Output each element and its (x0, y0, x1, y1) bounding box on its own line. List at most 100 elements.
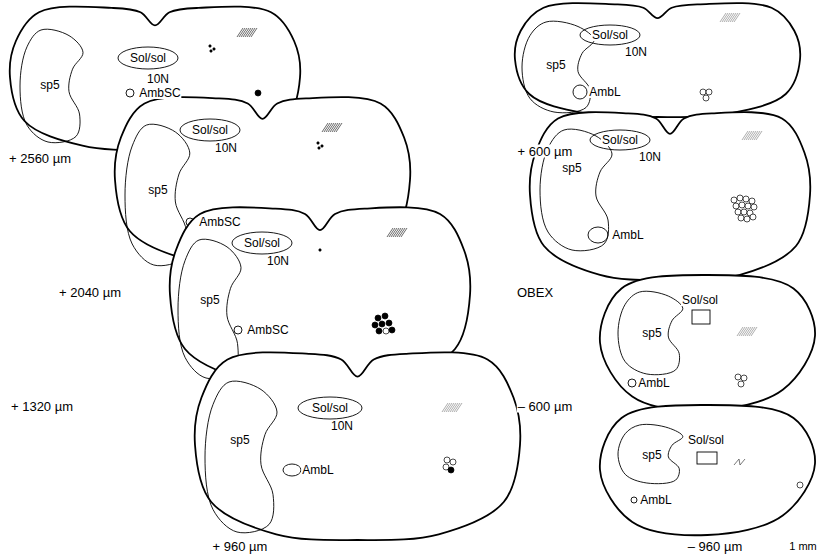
amb-region (126, 89, 134, 97)
section-outline (600, 275, 815, 410)
amb-region (283, 464, 301, 476)
sol-region (180, 119, 240, 141)
neuron-marker (383, 328, 389, 334)
level-label: + 600 µm (517, 145, 574, 158)
level-label: + 960 µm (212, 540, 269, 553)
region-label: Sol/sol (243, 237, 281, 249)
region-label: 10N (638, 151, 662, 163)
region-label: Sol/sol (311, 402, 349, 414)
sol-region (692, 310, 710, 324)
level-label: + 2560 µm (8, 152, 72, 165)
neuron-marker (209, 45, 211, 47)
amb-region (631, 497, 637, 503)
region-label: 10N (146, 73, 170, 85)
region-label: 10N (266, 255, 290, 267)
neuron-marker (386, 320, 392, 326)
neuron-marker (733, 203, 739, 209)
neuron-marker (372, 322, 378, 328)
neuron-marker (735, 374, 741, 380)
sol-region (580, 25, 640, 45)
region-label: AmbL (588, 86, 621, 98)
neuron-marker (739, 202, 745, 208)
neuron-marker (743, 196, 749, 202)
section-outline (600, 405, 815, 535)
level-label: – 600 µm (517, 400, 573, 413)
region-label: AmbL (637, 377, 670, 389)
region-label: Sol/sol (601, 134, 639, 146)
neuron-marker (317, 142, 319, 144)
neuron-marker (738, 381, 744, 387)
fiber-hatch (401, 228, 407, 237)
sp5-region (618, 291, 683, 374)
brainstem-section (195, 352, 521, 540)
neuron-marker (751, 204, 757, 210)
brainstem-section (600, 275, 815, 410)
sp5-region (205, 381, 277, 533)
neuron-marker (375, 315, 381, 321)
neuron-marker (444, 457, 450, 463)
neuron-marker (255, 90, 261, 96)
region-label: AmbL (301, 464, 334, 476)
neuron-marker (448, 467, 454, 473)
brainstem-section (515, 3, 800, 117)
sp5-region (618, 424, 683, 483)
neuron-marker (321, 145, 323, 147)
section-outline (515, 3, 800, 117)
amb-region (573, 85, 587, 99)
fiber-hatch (734, 13, 740, 22)
level-label: + 2040 µm (58, 286, 122, 299)
neuron-marker (450, 459, 456, 465)
section-outline (195, 352, 521, 540)
amb-region (588, 227, 608, 243)
neuron-marker (745, 203, 751, 209)
region-label: AmbL (639, 494, 672, 506)
neuron-marker (741, 209, 747, 215)
level-label: + 1320 µm (10, 400, 74, 413)
region-label: sp5 (641, 327, 662, 339)
region-label: Sol/sol (129, 52, 167, 64)
region-label: sp5 (147, 184, 168, 196)
sp5-region (522, 21, 594, 113)
region-label: AmbL (611, 229, 644, 241)
region-label: sp5 (199, 294, 220, 306)
neuron-marker (797, 482, 803, 488)
region-label: sp5 (641, 449, 662, 461)
fiber-hatch (756, 131, 762, 140)
scale-label: 1 mm (788, 541, 818, 552)
fiber-hatch (251, 28, 257, 37)
neuron-marker (738, 215, 744, 221)
neuron-marker (382, 313, 388, 319)
region-label: 10N (330, 420, 354, 432)
sol-region (298, 397, 362, 419)
neuron-marker (703, 95, 709, 101)
sol-region (118, 47, 178, 69)
region-label: sp5 (561, 162, 582, 174)
sol-region (232, 232, 292, 254)
region-label: 10N (624, 46, 648, 58)
neuron-marker (700, 89, 706, 95)
level-label: – 960 µm (687, 540, 743, 553)
neuron-marker (319, 249, 321, 251)
neuron-marker (750, 214, 756, 220)
level-label: OBEX (516, 286, 554, 299)
region-label: AmbSC (246, 324, 289, 336)
neuron-marker (706, 89, 712, 95)
fiber-hatch (456, 403, 462, 412)
region-label: AmbSC (198, 216, 241, 228)
amb-region (234, 326, 242, 334)
region-label: Sol/sol (687, 434, 725, 446)
fiber-mark (734, 459, 745, 465)
neuron-marker (731, 197, 737, 203)
region-label: sp5 (545, 59, 566, 71)
neuron-marker (376, 328, 382, 334)
region-label: AmbSC (138, 87, 181, 99)
neuron-marker (389, 327, 395, 333)
neuron-marker (379, 321, 385, 327)
section-outline (530, 112, 811, 280)
sol-region (697, 452, 717, 464)
amb-region (628, 379, 636, 387)
region-label: sp5 (39, 79, 60, 91)
sol-region (590, 130, 650, 150)
